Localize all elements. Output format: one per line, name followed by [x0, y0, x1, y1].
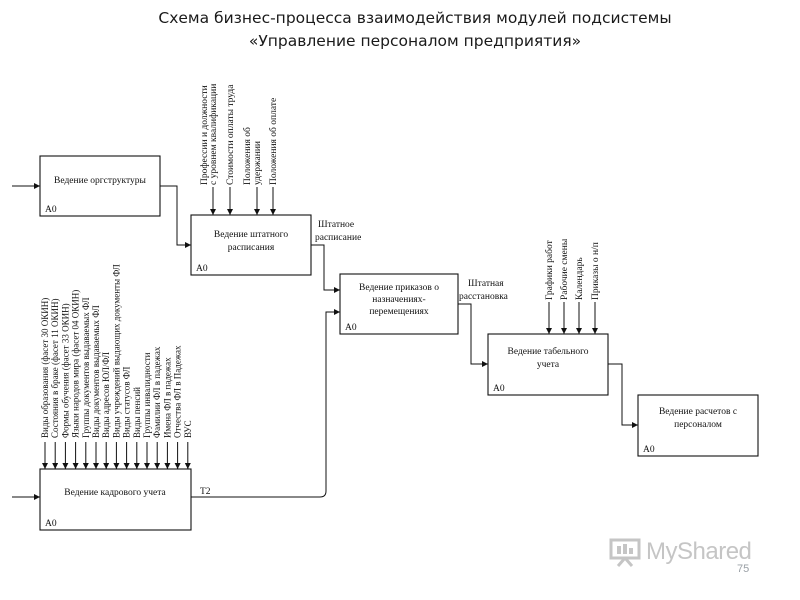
box-payroll: Ведение расчетов с персоналом A0 — [637, 394, 759, 457]
control-label: Стоимости оплаты труда — [226, 84, 236, 185]
box-payroll-label-1: Ведение расчетов с — [659, 407, 737, 417]
box-hr-records: Ведение кадрового учета A0 — [39, 468, 192, 531]
title-line-2: «Управление персоналом предприятия» — [248, 32, 582, 50]
box-timesheet: Ведение табельного учета A0 — [487, 333, 609, 396]
label-t2: Т2 — [200, 487, 211, 497]
control-label: Виды образования (фасет 30 ОКИН) — [40, 298, 50, 438]
control-label: Приказы о н/п — [591, 242, 601, 300]
control-label: удержании — [253, 141, 263, 185]
arrow-hr-to-orders — [191, 309, 340, 498]
box-staff-label-2: расписания — [228, 243, 275, 253]
box-timesheet-label-1: Ведение табельного — [508, 346, 589, 357]
arrow-org-to-staff — [160, 185, 191, 248]
control-label: Языки народов мира (фасет 04 ОКИН) — [71, 290, 81, 438]
control-label: Формы обучения (фасет 33 ОКИН) — [60, 303, 70, 438]
control-label: Профессии и должности — [199, 85, 210, 185]
control-label: Виды документов выдаваемых ФЛ — [91, 305, 101, 438]
box-org-node: A0 — [45, 205, 57, 215]
label-placement-2: расстановка — [459, 292, 509, 302]
control-label: Виды учреждений выдающих документы ФЛ — [111, 264, 121, 438]
control-label: Графики работ — [544, 239, 555, 300]
control-label: Имена ФЛ в падежах — [162, 357, 172, 438]
control-label: Виды статусов ФЛ — [122, 367, 132, 438]
hr-controls-group: Виды образования (фасет 30 ОКИН)Состояни… — [40, 264, 193, 469]
box-staff-label-1: Ведение штатного — [214, 230, 288, 240]
box-staff-node: A0 — [196, 264, 208, 274]
box-hr-node: A0 — [45, 519, 57, 529]
box-org-structure: Ведение оргструктуры A0 — [39, 155, 161, 217]
box-orders-label-2: назначениях- — [372, 295, 425, 305]
box-orders-label-3: перемещениях — [369, 307, 429, 317]
arrow-orders-to-timesheet — [458, 303, 488, 367]
control-label: Виды пенсий — [132, 387, 142, 438]
myshared-logo: MyShared — [608, 536, 768, 568]
control-label: Отчества ФЛ в Падежах — [173, 345, 183, 438]
box-orders: Ведение приказов о назначениях- перемеще… — [339, 273, 459, 335]
box-org-label-1: Ведение оргструктуры — [54, 176, 147, 186]
box-hr-label-1: Ведение кадрового учета — [64, 488, 166, 498]
box-timesheet-node: A0 — [493, 384, 505, 394]
timesheet-controls-group: Графики работ Рабочие смены Календарь Прика… — [544, 238, 601, 334]
logo-text: MyShared — [646, 538, 752, 565]
presentation-board-icon — [609, 538, 641, 567]
title-line-1: Схема бизнес-процесса взаимодействия мод… — [158, 9, 672, 27]
slide-title: Схема бизнес-процесса взаимодействия мод… — [0, 7, 800, 53]
control-label: Положения об оплате — [268, 98, 279, 185]
box-orders-node: A0 — [345, 323, 357, 333]
box-payroll-node: A0 — [643, 445, 655, 455]
control-label: с уровнем квалификации — [208, 84, 219, 185]
control-label: Состояния в браке (фасет 11 ОКИН) — [50, 298, 60, 438]
connectors — [12, 183, 638, 500]
box-timesheet-label-2: учета — [537, 360, 560, 370]
control-label: Группы инвалидности — [142, 352, 152, 438]
label-staff-schedule-1: Штатное — [318, 220, 354, 230]
control-label: Фамилии ФЛ в падежах — [152, 346, 162, 438]
control-label: Положения об — [242, 127, 253, 185]
control-label: ВУС — [183, 420, 193, 438]
box-payroll-label-2: персоналом — [674, 420, 722, 430]
arrow-staff-to-orders — [311, 244, 340, 293]
control-label: Календарь — [575, 257, 585, 300]
label-staff-schedule-2: расписание — [315, 233, 361, 243]
label-placement-1: Штатная — [468, 279, 504, 289]
box-staff-schedule: Ведение штатного расписания A0 — [190, 214, 312, 276]
control-label: Рабочие смены — [559, 238, 570, 300]
control-label: Группы документов выдаваемых ФЛ — [81, 298, 91, 439]
control-label: Виды адресов ЮЛ/ФЛ — [101, 352, 111, 438]
page-number: 75 — [737, 563, 750, 575]
arrow-timesheet-to-payroll — [608, 363, 638, 428]
box-orders-label-1: Ведение приказов о — [359, 283, 439, 293]
